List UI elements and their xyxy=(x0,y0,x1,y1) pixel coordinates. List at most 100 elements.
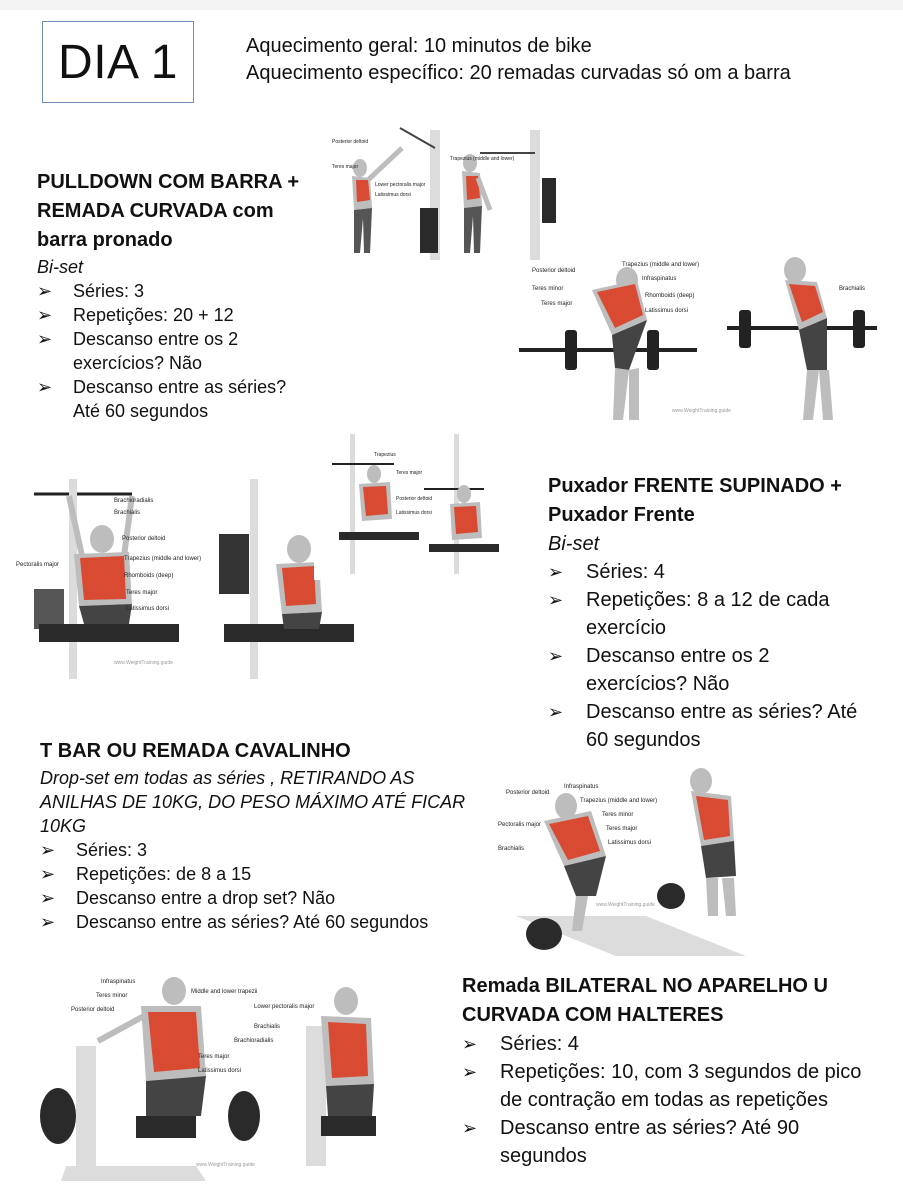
label-teres-major: Teres major xyxy=(606,826,637,832)
item-text: Descanso entre as séries? xyxy=(73,377,287,397)
label-brachialis: Brachialis xyxy=(839,286,865,292)
exercise-3-items: ➢Séries: 3 ➢Repetições: de 8 a 15 ➢Desca… xyxy=(40,838,465,934)
arrow-bullet-icon: ➢ xyxy=(37,329,53,349)
watermark: www.WeightTraining.guide xyxy=(114,660,173,666)
item-text: exercícios? Não xyxy=(586,673,730,695)
label-lower-pectoralis-major: Lower pectoralis major xyxy=(254,1004,314,1010)
label-latissimus-dorsi: Latissimus dorsi xyxy=(396,510,432,516)
arrow-bullet-icon: ➢ xyxy=(40,864,56,884)
list-item: ➢ Séries: 3 xyxy=(40,838,465,862)
item-text: exercício xyxy=(586,617,667,639)
label-trapezius: Trapezius (middle and lower) xyxy=(622,262,699,268)
label-pectoralis-major: Pectoralis major xyxy=(16,562,59,568)
list-item: ➢Séries: 3 xyxy=(37,279,299,303)
arrow-bullet-icon: ➢ xyxy=(462,1062,478,1082)
label-trapezius: Trapezius xyxy=(374,452,396,458)
exercise-4: Remada BILATERAL NO APARELHO U CURVADA C… xyxy=(462,972,861,1170)
label-rhomboids: Rhomboids (deep) xyxy=(645,293,694,299)
title-line: barra pronado xyxy=(37,229,173,251)
label-teres-major: Teres major xyxy=(396,470,422,476)
list-item: ➢Descanso entre as séries? Até 60 segund… xyxy=(40,910,465,934)
label-infraspinatus: Infraspinatus xyxy=(101,979,135,985)
title-line: Puxador Frente xyxy=(548,504,695,526)
list-item: ➢Descanso entre a drop set? Não xyxy=(40,886,465,910)
label-posterior-deltoid: Posterior deltoid xyxy=(532,268,575,274)
list-item: ➢Descanso entre as séries?Até 60 segundo… xyxy=(37,375,299,423)
label-lower-pectoralis-major: Lower pectoralis major xyxy=(375,182,426,188)
lat-pulldown-illustration: Brachioradialis Brachialis Posterior del… xyxy=(14,474,359,686)
label-latissimus-dorsi: Latissimus dorsi xyxy=(375,192,411,198)
item-text: Séries: 4 xyxy=(586,561,665,583)
item-text: Séries: 3 xyxy=(76,840,148,860)
label-brachioradialis: Brachioradialis xyxy=(114,498,153,504)
exercise-4-title: Remada BILATERAL NO APARELHO U CURVADA C… xyxy=(462,972,861,1030)
machine-row-illustration: Infraspinatus Teres minor Posterior delt… xyxy=(36,966,382,1190)
arrow-bullet-icon: ➢ xyxy=(37,281,53,301)
item-text: 60 segundos xyxy=(586,729,701,751)
label-teres-major: Teres major xyxy=(126,590,157,596)
label-teres-minor: Teres minor xyxy=(602,812,633,818)
label-infraspinatus: Infraspinatus xyxy=(642,276,676,282)
exercise-4-items: ➢Séries: 4 ➢ Repetições: 10, com 3 segund… xyxy=(462,1030,861,1170)
watermark: www.WeightTraining.guide xyxy=(196,1162,255,1168)
item-text: Repetições: de 8 a 15 xyxy=(76,864,252,884)
item-text: segundos xyxy=(500,1145,587,1167)
item-text: Descanso entre as séries? Até 60 segundo… xyxy=(76,912,429,932)
label-pectoralis-major: Pectoralis major xyxy=(498,822,541,828)
label-teres-major: Teres major xyxy=(198,1054,229,1060)
label-latissimus-dorsi: Latissimus dorsi xyxy=(645,308,688,314)
label-teres-major: Teres major xyxy=(541,301,572,307)
list-item: ➢ Repetições: de 8 a 15 xyxy=(40,862,465,886)
arrow-bullet-icon: ➢ xyxy=(462,1034,478,1054)
label-brachioradialis: Brachioradialis xyxy=(234,1038,273,1044)
arrow-bullet-icon: ➢ xyxy=(548,702,564,722)
list-item: ➢Repetições: 20 + 12 xyxy=(37,303,299,327)
day-title-box: DIA 1 xyxy=(42,21,194,103)
arrow-bullet-icon: ➢ xyxy=(548,590,564,610)
label-trapezius: Trapezius (middle and lower) xyxy=(450,156,515,162)
label-brachialis: Brachialis xyxy=(498,846,524,852)
label-posterior-deltoid: Posterior deltoid xyxy=(506,790,549,796)
watermark: www.WeightTraining.guide xyxy=(672,408,731,414)
item-text: Repetições: 20 + 12 xyxy=(73,305,234,325)
item-text: Repetições: 10, com 3 segundos de pico xyxy=(500,1061,862,1083)
subtitle-line: ANILHAS DE 10KG, DO PESO MÁXIMO ATÉ FICA… xyxy=(40,792,466,812)
label-rhomboids: Rhomboids (deep) xyxy=(124,573,173,579)
exercise-3-title: T BAR OU REMADA CAVALINHO xyxy=(40,740,351,762)
label-brachialis: Brachialis xyxy=(254,1024,280,1030)
label-teres-major: Teres major xyxy=(332,164,358,170)
title-line: REMADA CURVADA com xyxy=(37,200,274,222)
title-line: Remada BILATERAL NO APARELHO U xyxy=(462,975,828,997)
exercise-2: Puxador FRENTE SUPINADO + Puxador Frente… xyxy=(548,472,857,754)
exercise-1-subtitle: Bi-set xyxy=(37,257,84,277)
reverse-pulldown-illustration: Trapezius Teres major Posterior deltoid … xyxy=(314,434,504,580)
warmup-specific: Aquecimento específico: 20 remadas curva… xyxy=(246,62,791,84)
subtitle-line: 10KG xyxy=(40,816,87,836)
label-posterior-deltoid: Posterior deltoid xyxy=(71,1007,114,1013)
arrow-bullet-icon: ➢ xyxy=(37,377,53,397)
exercise-1-items: ➢Séries: 3 ➢Repetições: 20 + 12 ➢Descans… xyxy=(37,279,299,423)
top-strip xyxy=(0,0,903,10)
item-text: de contração em todas as repetições xyxy=(500,1089,828,1111)
arrow-bullet-icon: ➢ xyxy=(548,562,564,582)
arrow-bullet-icon: ➢ xyxy=(40,840,56,860)
pulldown-illustration: Posterior deltoid Teres major Lower pect… xyxy=(330,118,570,268)
label-posterior-deltoid: Posterior deltoid xyxy=(396,496,432,502)
warmup-general: Aquecimento geral: 10 minutos de bike xyxy=(246,35,592,57)
arrow-bullet-icon: ➢ xyxy=(40,888,56,908)
list-item: ➢Séries: 4 xyxy=(462,1030,861,1058)
label-posterior-deltoid: Posterior deltoid xyxy=(332,139,368,145)
list-item: ➢ Repetições: 10, com 3 segundos de pico d… xyxy=(462,1058,861,1114)
label-teres-minor: Teres minor xyxy=(96,993,127,999)
label-posterior-deltoid: Posterior deltoid xyxy=(122,536,165,542)
item-text: Descanso entre as séries? Até 90 xyxy=(500,1117,800,1139)
label-infraspinatus: Infraspinatus xyxy=(564,784,598,790)
item-text: Descanso entre as séries? Até xyxy=(586,701,858,723)
item-text: Descanso entre os 2 xyxy=(73,329,239,349)
label-latissimus-dorsi: Latissimus dorsi xyxy=(198,1068,241,1074)
title-line: Puxador FRENTE SUPINADO + xyxy=(548,475,842,497)
exercise-2-title: Puxador FRENTE SUPINADO + Puxador Frente xyxy=(548,472,857,530)
